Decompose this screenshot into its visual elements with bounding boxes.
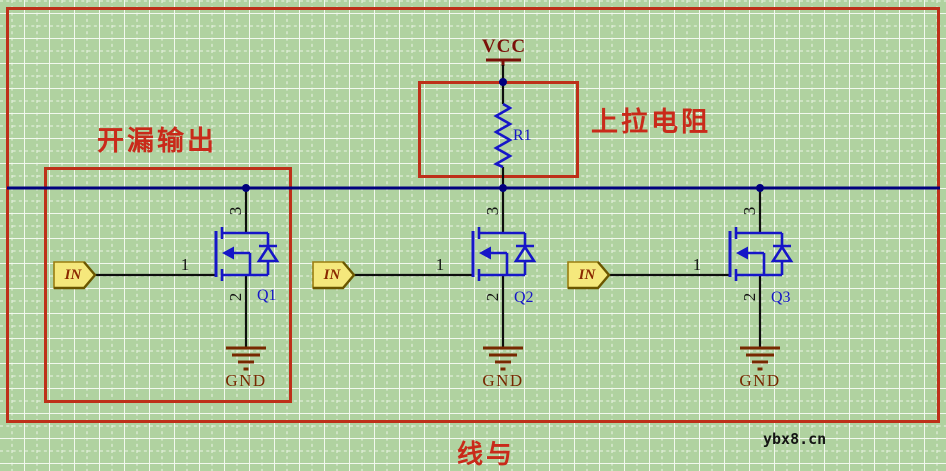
pullup-highlight-box — [418, 81, 579, 178]
gnd-symbol-q2 — [481, 346, 525, 371]
resistor-r1-label: R1 — [513, 127, 532, 144]
junction-dot — [499, 78, 507, 86]
q2-input-port-label: IN — [323, 267, 341, 283]
gnd-symbol-q1 — [224, 346, 268, 371]
q2-drain-pin-number: 3 — [483, 206, 502, 216]
q1-source-pin-number: 2 — [226, 292, 245, 302]
nmos-q3-symbol — [728, 225, 793, 283]
q1-gate-pin-number: 1 — [180, 255, 190, 274]
nmos-q2-symbol — [471, 225, 536, 283]
q1-input-port-label: IN — [64, 267, 82, 283]
q1-drain-pin-number: 3 — [226, 206, 245, 216]
open-drain-highlight-box — [44, 167, 292, 403]
gnd-symbol-q3 — [738, 346, 782, 371]
watermark: ybx8.cn — [763, 430, 827, 448]
transistor-q1-label: Q1 — [257, 287, 277, 304]
q2-source-pin-number: 2 — [483, 292, 502, 302]
wired-and-annotation: 线与 — [457, 440, 516, 469]
q1-gnd-label: GND — [225, 371, 267, 390]
transistor-q2-label: Q2 — [514, 289, 534, 306]
q3-input-port-label: IN — [578, 267, 596, 283]
junction-dot — [756, 184, 764, 192]
outer-border-box — [6, 7, 940, 423]
resistor-r1-symbol — [493, 102, 513, 169]
q3-drain-pin-number: 3 — [740, 206, 759, 216]
open-drain-annotation: 开漏输出 — [97, 126, 217, 156]
q2-gnd-label: GND — [482, 371, 524, 390]
q3-gate-pin-number: 1 — [692, 255, 702, 274]
vcc-label: VCC — [481, 36, 527, 57]
q2-gate-pin-number: 1 — [435, 255, 445, 274]
transistor-q3-label: Q3 — [771, 289, 791, 306]
junction-dot — [242, 184, 250, 192]
nmos-q1-symbol — [214, 225, 279, 283]
q3-gnd-label: GND — [739, 371, 781, 390]
pullup-annotation: 上拉电阻 — [591, 107, 711, 137]
q3-source-pin-number: 2 — [740, 292, 759, 302]
junction-dot — [499, 184, 507, 192]
